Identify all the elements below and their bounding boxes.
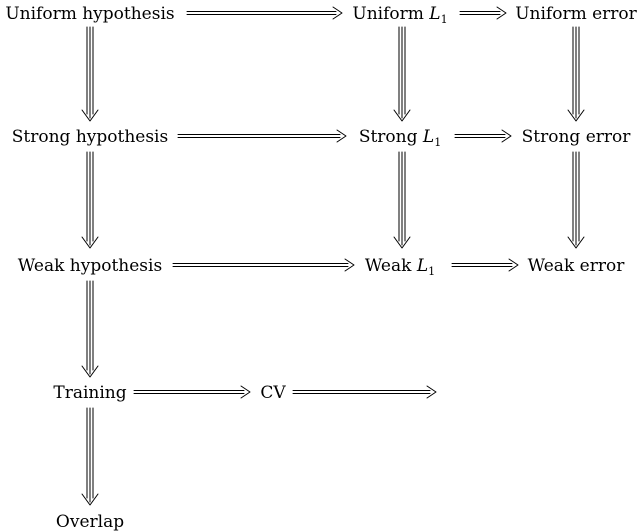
arrow-weak-hyp-to-training — [81, 280, 99, 378]
node-overlap: Overlap — [56, 512, 124, 531]
arrow-training-to-overlap — [81, 407, 99, 506]
arrow-strong-l1-to-strong-error — [454, 129, 512, 143]
arrow-uniform-hyp-to-uniform-l1 — [186, 6, 343, 20]
arrow-training-to-cv — [133, 385, 251, 399]
arrow-uniform-l1-to-uniform-error — [459, 6, 507, 20]
node-uniform-hypothesis: Uniform hypothesis — [5, 4, 174, 24]
node-strong-error: Strong error — [522, 127, 632, 147]
arrow-uniform-l1-to-strong-l1 — [393, 26, 411, 122]
arrow-uniform-hyp-to-strong-hyp — [81, 26, 99, 122]
node-uniform-error: Uniform error — [515, 4, 637, 24]
arrow-weak-hyp-to-weak-l1 — [172, 258, 355, 272]
arrow-cv-outgoing — [292, 385, 437, 399]
arrow-strong-l1-to-weak-l1 — [393, 151, 411, 249]
node-cv: CV — [260, 383, 286, 403]
arrow-weak-l1-to-weak-error — [451, 258, 519, 272]
node-weak-hypothesis: Weak hypothesis — [18, 256, 162, 276]
node-training: Training — [53, 383, 126, 403]
node-strong-hypothesis: Strong hypothesis — [12, 127, 168, 147]
arrow-strong-error-to-weak-error — [567, 151, 585, 249]
arrow-uniform-error-to-strong-error — [567, 26, 585, 122]
node-uniform-l1: Uniform L1 — [352, 4, 447, 26]
node-weak-l1: Weak L1 — [365, 256, 435, 278]
node-strong-l1: Strong L1 — [359, 127, 441, 149]
node-weak-error: Weak error — [528, 256, 626, 276]
arrow-strong-hyp-to-strong-l1 — [177, 129, 347, 143]
arrow-strong-hyp-to-weak-hyp — [81, 151, 99, 249]
